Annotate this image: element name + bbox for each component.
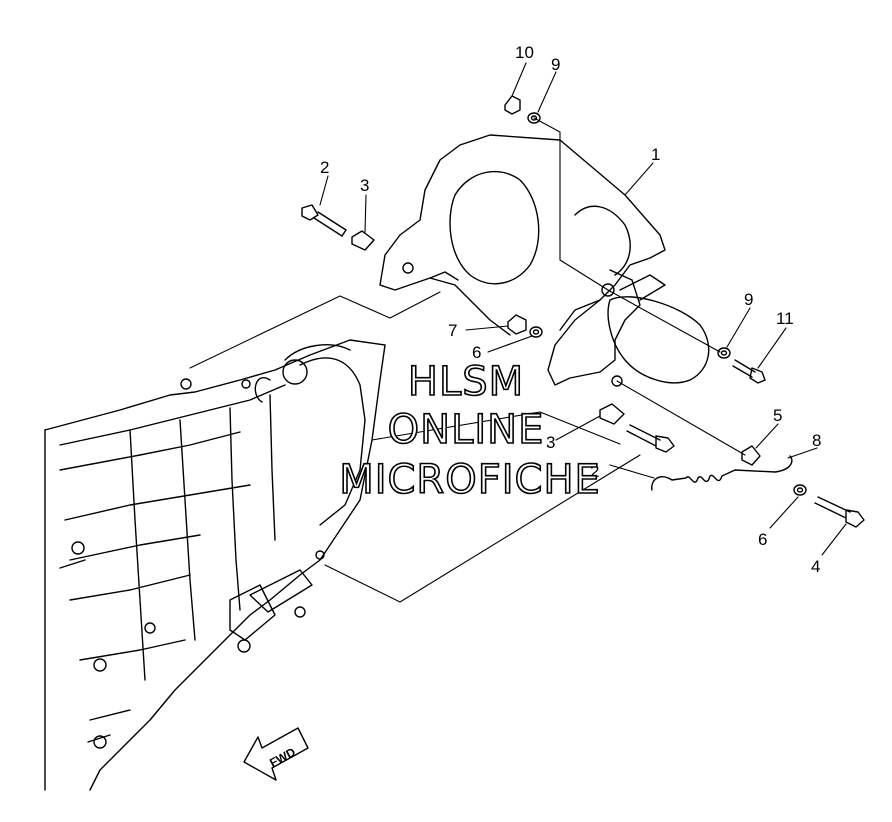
- callout-9-right: 9: [744, 290, 753, 309]
- watermark-line-3: MICROFICHE: [339, 457, 601, 503]
- callout-leaders: [319, 62, 847, 556]
- callout-5: 5: [773, 406, 782, 425]
- engine-block-assembly: [44, 339, 386, 791]
- callout-3: 3: [360, 176, 369, 195]
- watermark: HLSM ONLINE MICROFICHE: [338, 358, 601, 504]
- callout-7: 7: [448, 321, 457, 340]
- fwd-arrow-icon: [243, 727, 309, 781]
- watermark-line-1: HLSM: [408, 359, 524, 405]
- callout-6-right: 6: [758, 530, 767, 549]
- callout-labels: 10 9 1 2 3 7 6 9 11 5 3 8 2 6 4: [320, 43, 821, 576]
- exhaust-housing-part-1: [379, 134, 710, 387]
- callout-9: 9: [551, 55, 560, 74]
- fwd-label: FWD: [267, 745, 298, 770]
- callout-10: 10: [515, 43, 534, 62]
- callout-8: 8: [812, 431, 821, 450]
- callout-4: 4: [811, 557, 820, 576]
- callout-11: 11: [776, 309, 794, 328]
- watermark-line-2: ONLINE: [388, 407, 545, 453]
- callout-6: 6: [472, 343, 481, 362]
- callout-2: 2: [320, 158, 329, 177]
- callout-1: 1: [651, 145, 660, 164]
- assembly-guide-lines: [189, 117, 746, 603]
- callout-2-lower: 2: [590, 462, 599, 481]
- callout-3-lower: 3: [546, 433, 555, 452]
